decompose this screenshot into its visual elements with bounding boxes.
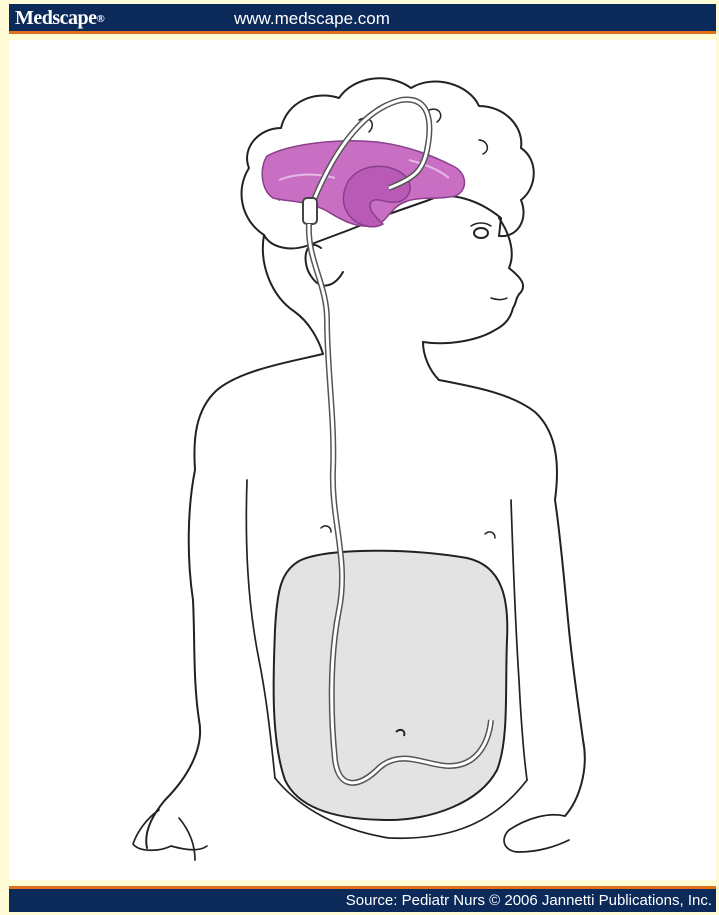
right-hand [504, 815, 569, 852]
footer-bar: Source: Pediatr Nurs © 2006 Jannetti Pub… [9, 886, 716, 912]
site-url-link[interactable]: www.medscape.com [234, 9, 390, 29]
neck-front [423, 342, 439, 380]
nipple-right [485, 532, 495, 538]
vp-shunt-illustration [9, 40, 716, 880]
header-bar: Medscape® www.medscape.com [9, 4, 716, 34]
eye-icon [474, 228, 488, 238]
medscape-logo[interactable]: Medscape® [15, 7, 104, 30]
peritoneal-cavity [274, 551, 508, 820]
brand-name: Medscape [15, 7, 97, 29]
registered-mark: ® [97, 13, 105, 25]
brain-ventricles [262, 141, 464, 227]
illustration-panel [9, 40, 716, 880]
left-hand [133, 810, 207, 860]
nipple-left [321, 526, 331, 532]
shunt-valve [303, 198, 317, 224]
source-credit: Source: Pediatr Nurs © 2006 Jannetti Pub… [346, 892, 712, 909]
face-outline [423, 218, 523, 343]
